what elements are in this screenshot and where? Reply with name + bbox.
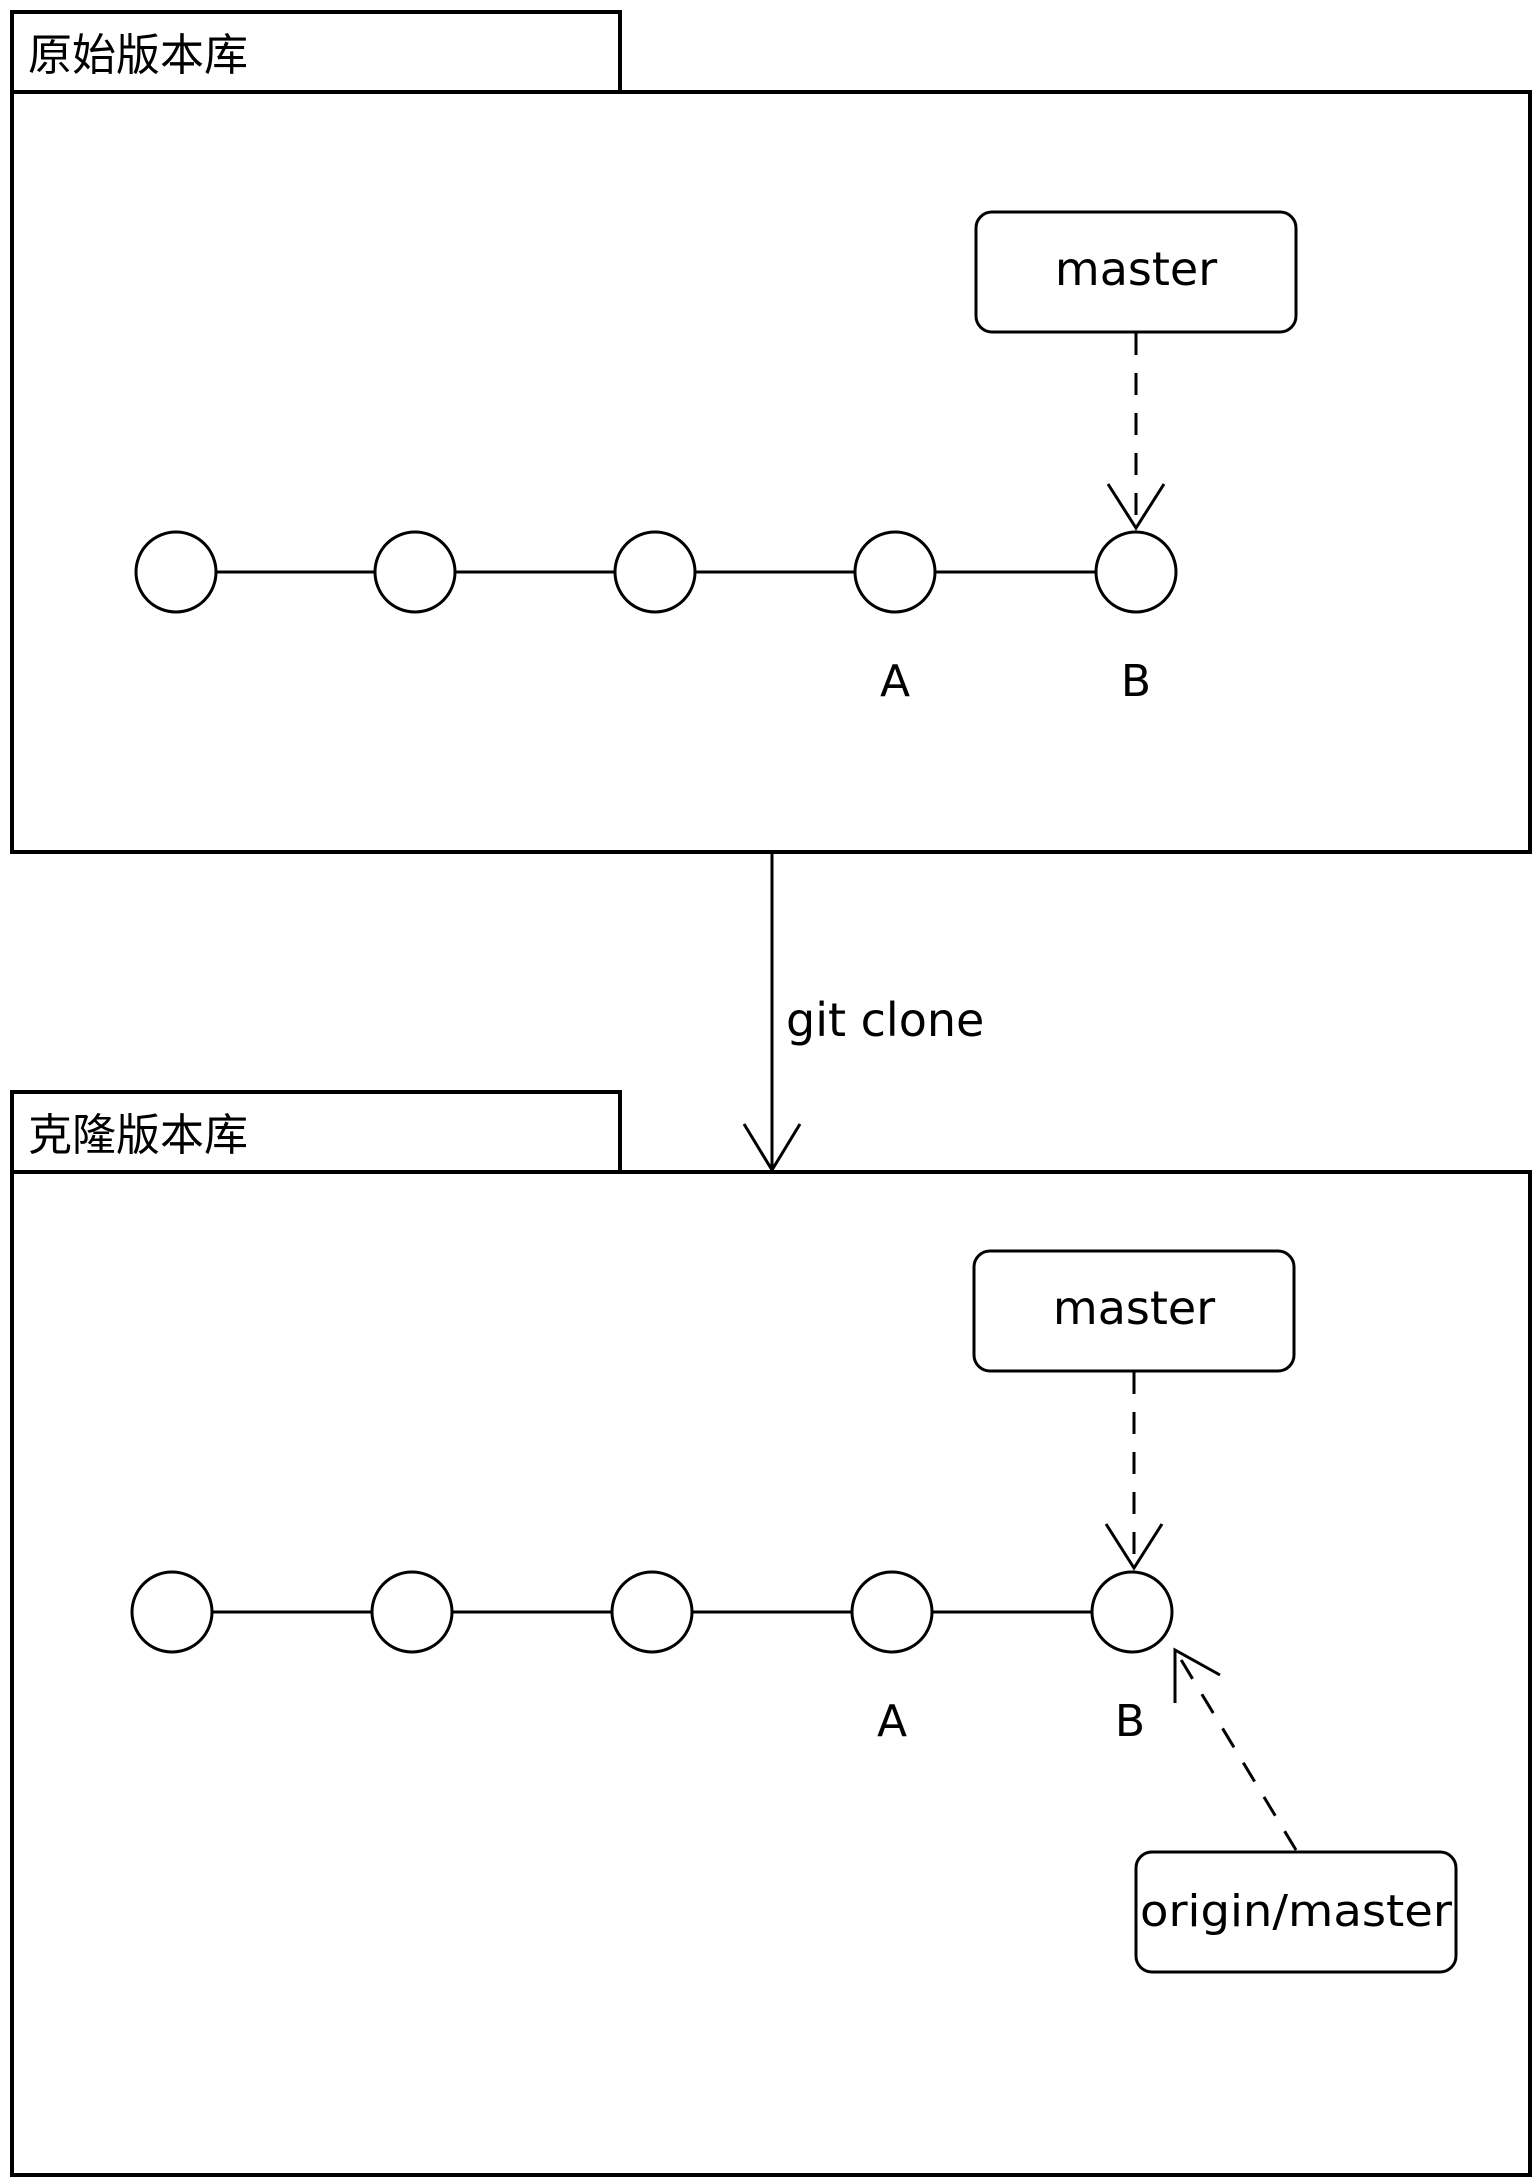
cloned-master-branch-box xyxy=(972,1249,1296,1373)
original-repo: 原始版本库 master A B xyxy=(10,10,1532,854)
original-commit-node xyxy=(134,530,218,614)
cloned-commit-node-a xyxy=(850,1570,934,1654)
origin-master-pointer-line xyxy=(1178,1657,1298,1851)
cloned-master-pointer-arrowhead xyxy=(1104,1523,1164,1571)
original-commit-label-a: A xyxy=(880,656,910,707)
clone-arrow-label: git clone xyxy=(786,993,984,1047)
original-repo-frame xyxy=(10,90,1532,854)
cloned-commit-node xyxy=(130,1570,214,1654)
cloned-repo-title: 克隆版本库 xyxy=(28,1110,248,1161)
origin-master-branch-label: origin/master xyxy=(1140,1886,1453,1937)
cloned-repo-frame xyxy=(10,1170,1532,2177)
cloned-commit-label-a: A xyxy=(877,1696,907,1747)
cloned-commit-node xyxy=(370,1570,454,1654)
cloned-master-branch-label: master xyxy=(1053,1281,1215,1335)
original-master-branch-box xyxy=(974,210,1298,334)
original-master-branch-label: master xyxy=(1055,242,1217,296)
original-commit-label-b: B xyxy=(1121,656,1151,707)
clone-arrow: git clone xyxy=(742,852,984,1173)
origin-master-branch-box xyxy=(1134,1850,1458,1974)
cloned-commit-label-b: B xyxy=(1115,1696,1145,1747)
original-commit-node xyxy=(373,530,457,614)
original-commit-node-a xyxy=(853,530,937,614)
cloned-commit-node-b xyxy=(1090,1570,1174,1654)
original-commit-node xyxy=(613,530,697,614)
cloned-repo: 克隆版本库 master A B origin/master xyxy=(10,1090,1532,2177)
original-repo-title: 原始版本库 xyxy=(28,30,248,81)
cloned-commit-node xyxy=(610,1570,694,1654)
original-commit-node-b xyxy=(1094,530,1178,614)
origin-master-pointer-arrowhead xyxy=(1173,1647,1221,1703)
original-master-pointer-arrowhead xyxy=(1106,483,1166,531)
